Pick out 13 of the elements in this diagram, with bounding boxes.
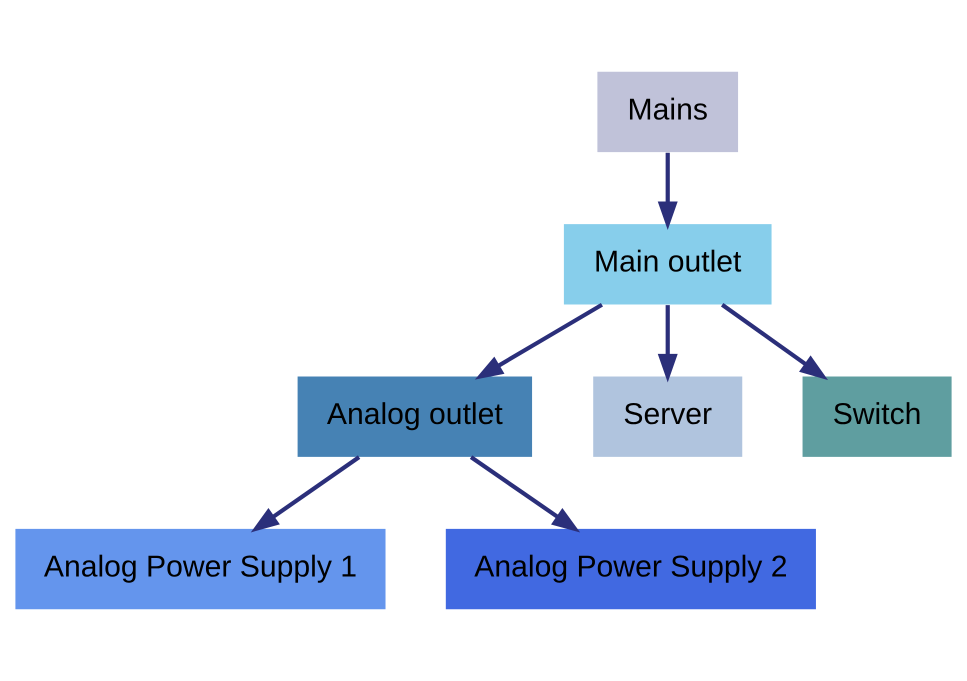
node-box: Main outlet <box>564 224 772 304</box>
arrow <box>658 152 678 230</box>
arrow <box>470 455 580 532</box>
arrow <box>250 455 360 532</box>
node-box: Analog Power Supply 1 <box>15 528 386 610</box>
arrow <box>720 303 828 380</box>
node-box: Analog Power Supply 2 <box>446 528 816 610</box>
arrow <box>474 302 603 380</box>
node-box: Analog outlet <box>298 376 532 457</box>
node-box: Switch <box>802 376 952 457</box>
arrow <box>658 305 678 382</box>
node-box: Server <box>593 376 742 457</box>
node-box: Mains <box>597 72 738 152</box>
